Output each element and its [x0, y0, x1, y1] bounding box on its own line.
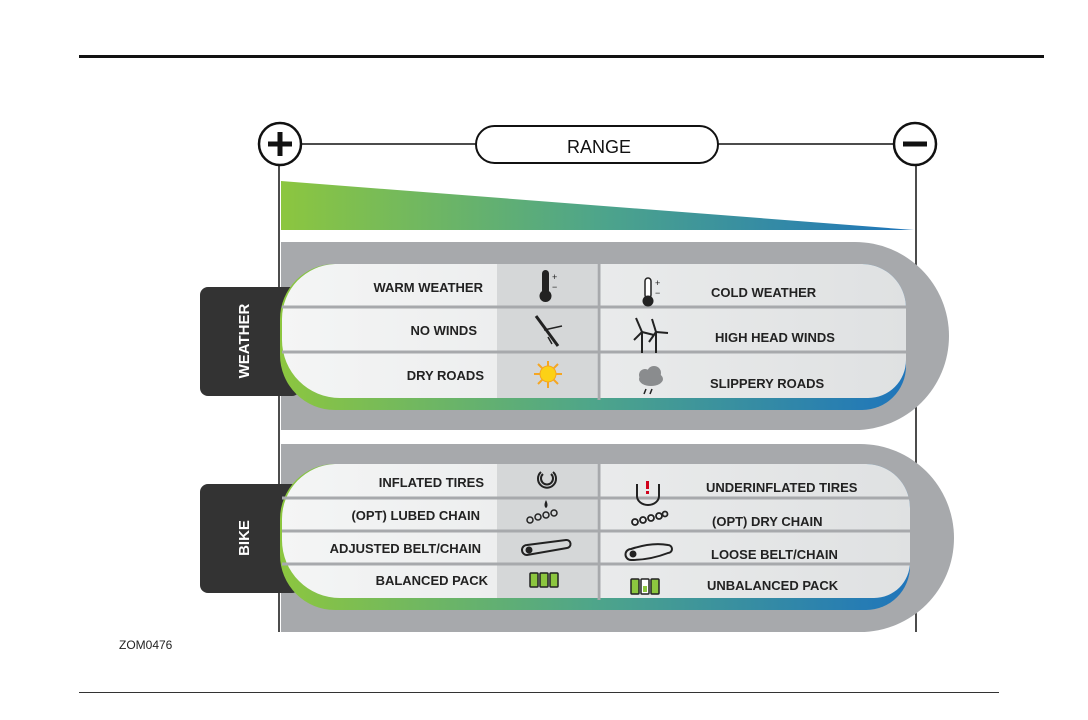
slippery-roads-label: SLIPPERY ROADS	[710, 376, 824, 391]
bike-panel: BIKE	[200, 444, 954, 632]
sun-icon	[534, 361, 562, 388]
bottom-rule	[79, 692, 999, 693]
balanced-pack-label: BALANCED PACK	[376, 573, 489, 588]
figure-code: ZOM0476	[119, 638, 172, 652]
minus-icon	[894, 123, 936, 165]
dry-roads-label: DRY ROADS	[407, 368, 485, 383]
inflated-tires-label: INFLATED TIRES	[379, 475, 485, 490]
range-wedge	[281, 181, 914, 230]
underinflated-tires-label: UNDERINFLATED TIRES	[706, 480, 858, 495]
unbalanced-pack-label: UNBALANCED PACK	[707, 578, 839, 593]
svg-text:−: −	[655, 288, 660, 298]
bike-tab-label: BIKE	[236, 520, 253, 556]
plus-icon	[259, 123, 301, 165]
svg-text:+: +	[552, 272, 557, 282]
loose-belt-label: LOOSE BELT/CHAIN	[711, 547, 838, 562]
svg-text:+: +	[655, 278, 660, 288]
svg-text:−: −	[552, 282, 557, 292]
warm-weather-label: WARM WEATHER	[373, 280, 483, 295]
cold-weather-label: COLD WEATHER	[711, 285, 817, 300]
weather-tab-label: WEATHER	[236, 303, 253, 378]
battery-pack-icon	[530, 573, 558, 587]
adjusted-belt-label: ADJUSTED BELT/CHAIN	[330, 541, 481, 556]
weather-panel: WEATHER	[200, 242, 949, 430]
range-label: RANGE	[567, 137, 631, 157]
no-winds-label: NO WINDS	[411, 323, 478, 338]
dry-chain-label: (OPT) DRY CHAIN	[712, 514, 823, 529]
lubed-chain-label: (OPT) LUBED CHAIN	[351, 508, 480, 523]
unbalanced-pack-icon	[631, 579, 659, 594]
high-head-winds-label: HIGH HEAD WINDS	[715, 330, 835, 345]
